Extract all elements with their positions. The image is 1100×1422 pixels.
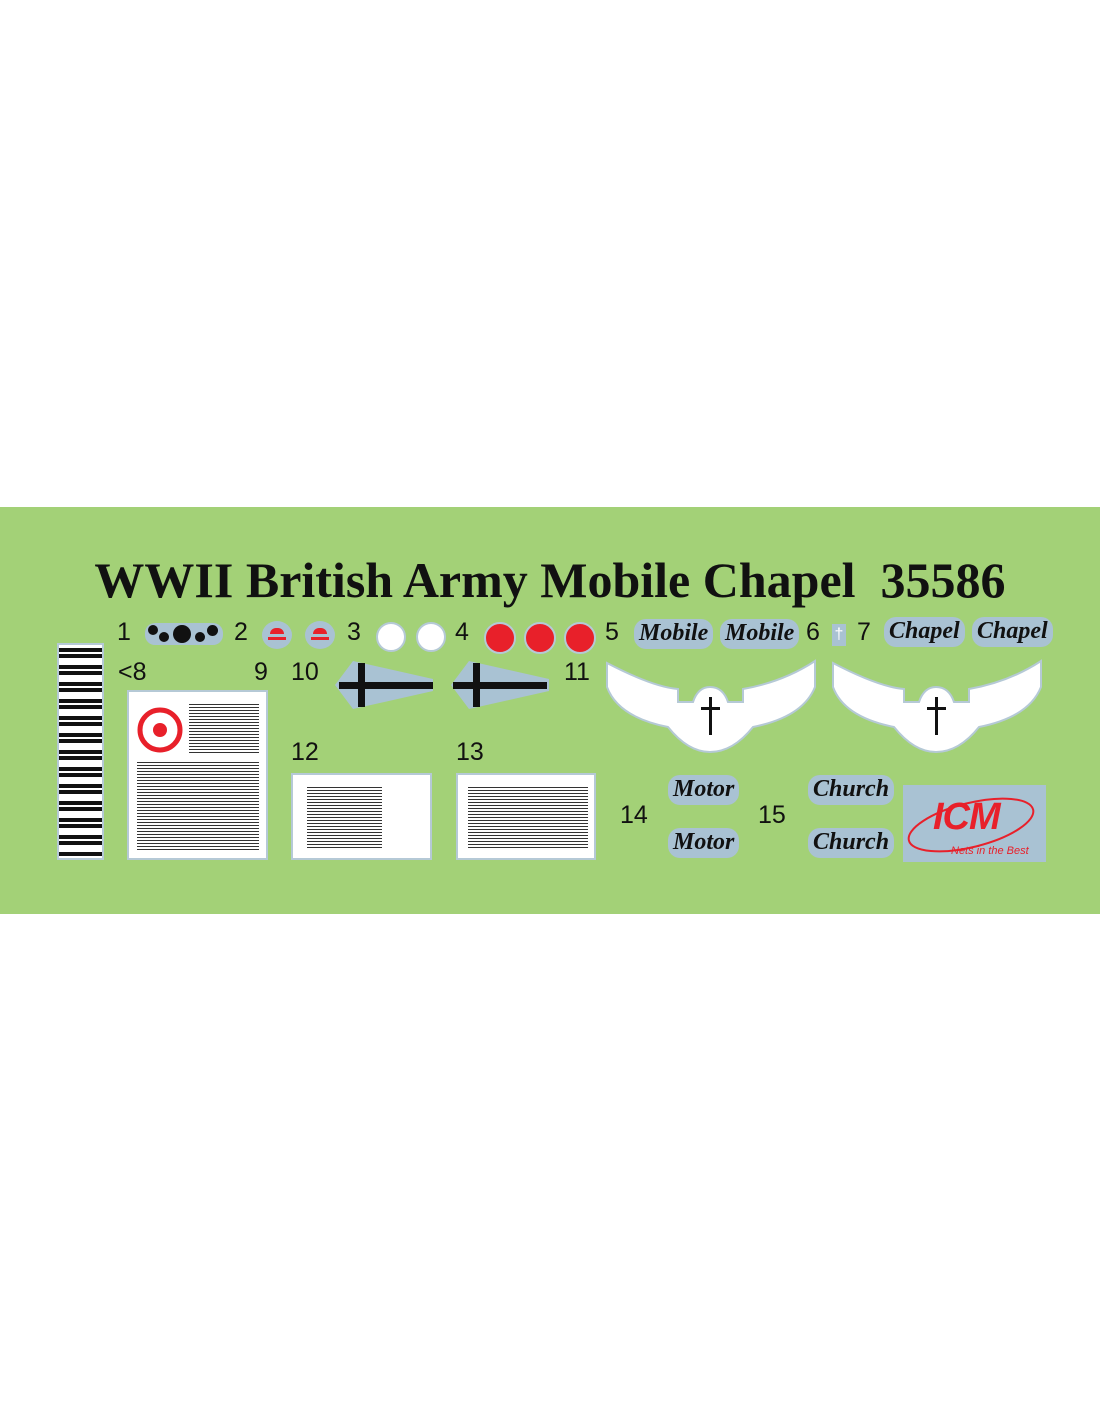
church-decal: Church [808, 775, 895, 805]
motor-decal: Motor [668, 828, 740, 858]
label-4: 4 [455, 618, 469, 646]
document-decal-12 [291, 773, 432, 860]
label-12: 12 [291, 738, 319, 766]
label-10: 10 [291, 658, 319, 686]
red-light-decal [262, 621, 292, 649]
label-9: 9 [254, 658, 268, 686]
chapel-decal: Chapel [972, 617, 1053, 647]
document-decal-13 [456, 773, 596, 860]
piano-keys-decal [57, 643, 104, 860]
red-dot-decal [564, 622, 596, 654]
label-5: 5 [605, 618, 619, 646]
chapel-decal: Chapel [884, 617, 965, 647]
red-light-decal [305, 621, 335, 649]
white-dot-decal [416, 622, 446, 652]
label-14: 14 [620, 801, 648, 829]
label-2: 2 [234, 618, 248, 646]
label-15: 15 [758, 801, 786, 829]
label-8: <8 [118, 658, 147, 686]
icm-logo: ICM Nets in the Best [903, 785, 1046, 862]
motor-decal: Motor [668, 775, 740, 805]
church-decal: Church [808, 828, 895, 858]
decal-sheet: WWII British Army Mobile Chapel 35586 1 … [0, 507, 1100, 914]
winged-cross-decals [606, 659, 1042, 754]
small-cross-decal: † [832, 624, 846, 646]
label-6: 6 [806, 618, 820, 646]
label-11: 11 [564, 658, 590, 686]
label-13: 13 [456, 738, 484, 766]
white-dot-decal [376, 622, 406, 652]
mobile-decal: Mobile [720, 619, 800, 649]
logo-swoosh-icon [907, 797, 1035, 853]
cross-pennant-decals [335, 661, 549, 709]
logo-brand: ICM [933, 796, 1001, 838]
red-emblem-icon [137, 707, 183, 753]
gauges-decal [145, 623, 223, 645]
mobile-decal: Mobile [634, 619, 714, 649]
logo-tagline: Nets in the Best [951, 845, 1029, 857]
label-3: 3 [347, 618, 361, 646]
red-dot-decal [484, 622, 516, 654]
label-1: 1 [117, 618, 131, 646]
red-dot-decal [524, 622, 556, 654]
document-decal-9 [127, 690, 268, 860]
label-7: 7 [857, 618, 871, 646]
sheet-title: WWII British Army Mobile Chapel 35586 [94, 552, 1006, 608]
